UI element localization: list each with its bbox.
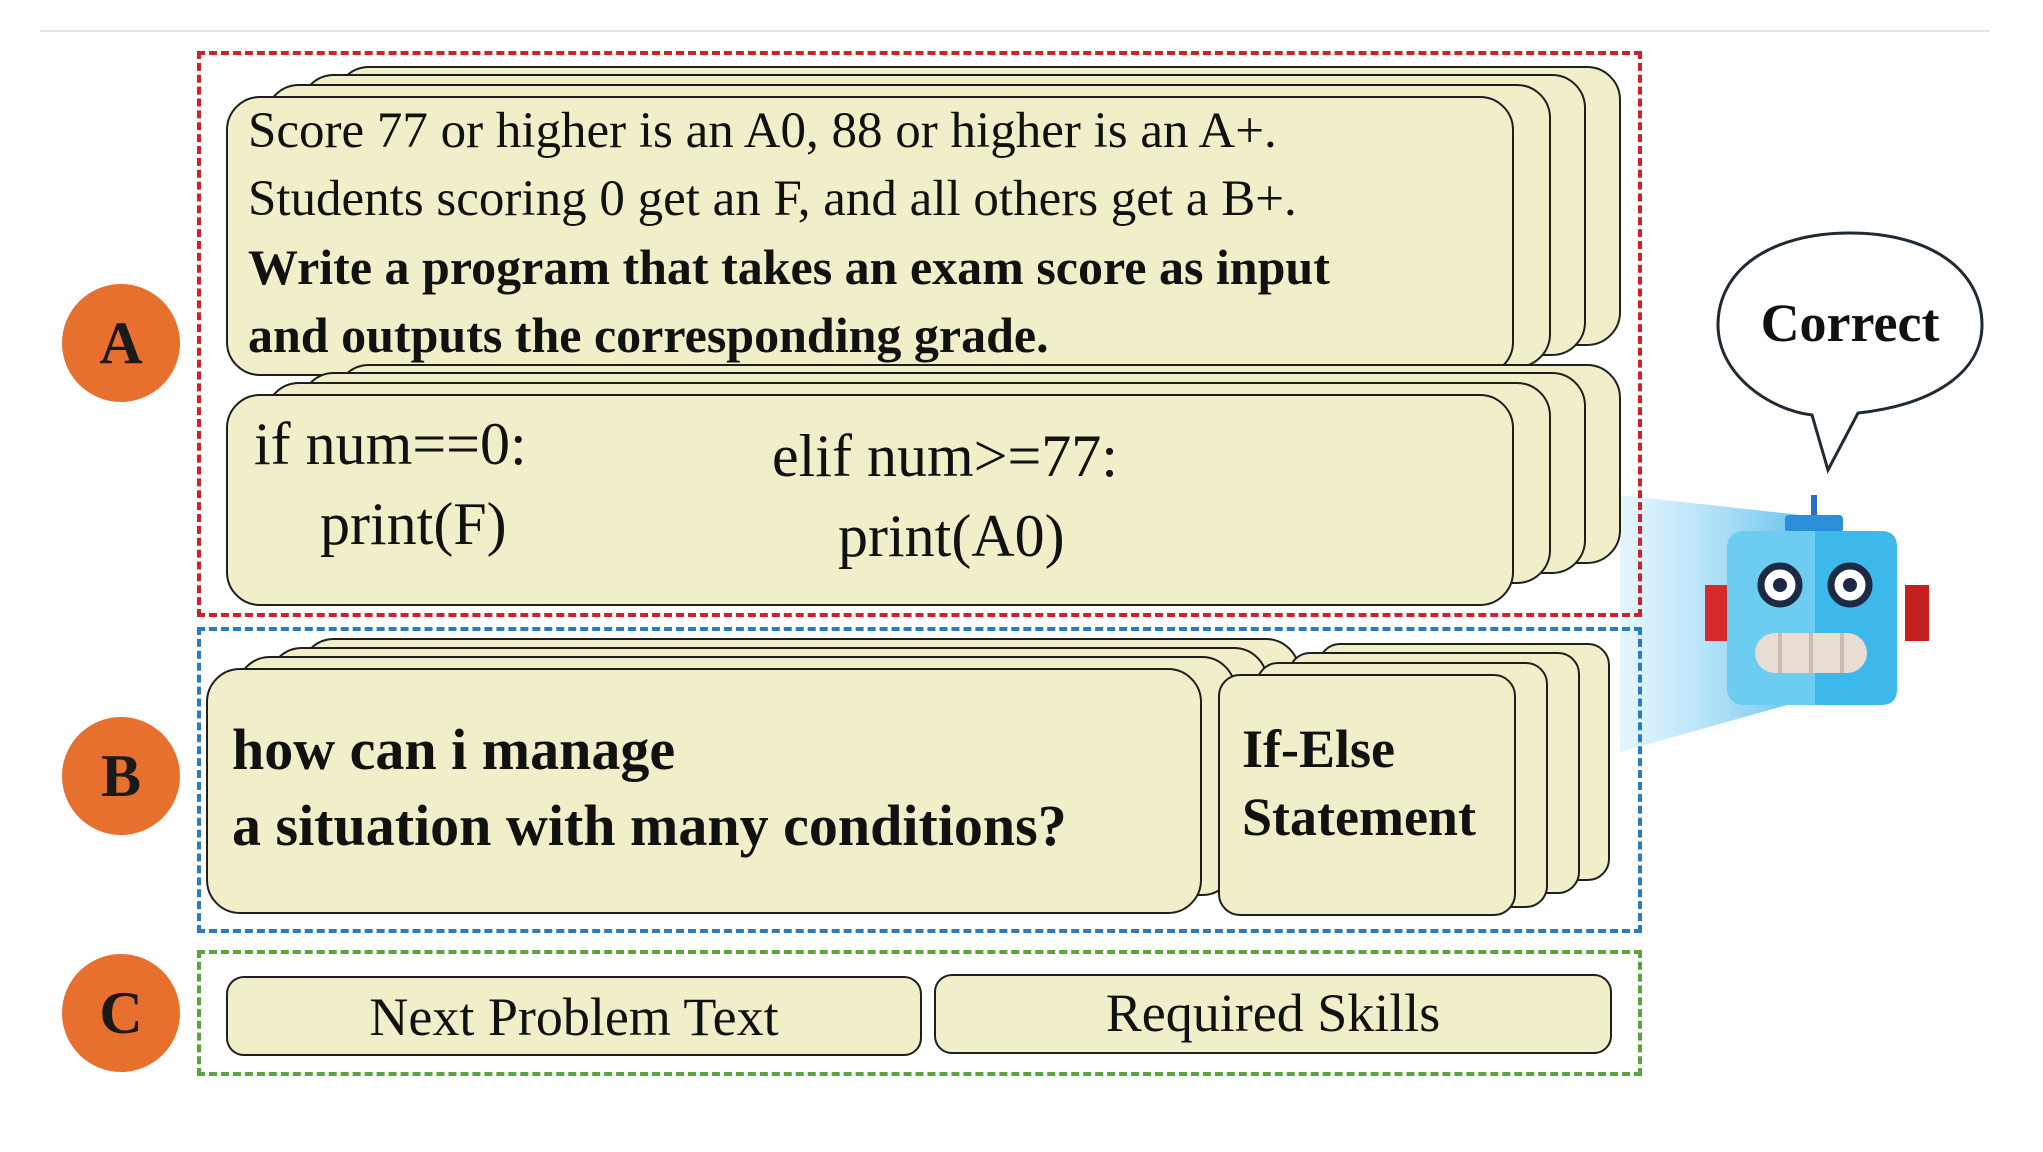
code-left-line-1: if num==0:: [254, 411, 527, 477]
code-card: [226, 394, 1514, 606]
section-b-marker: B: [62, 717, 180, 835]
section-c-frame: [197, 950, 1642, 1076]
instruction-line-1: Write a program that takes an exam score…: [248, 239, 1330, 295]
speech-bubble-text: Correct: [1760, 293, 1940, 353]
skill-line-1: If-Else: [1242, 719, 1395, 779]
next-problem-text-label: Next Problem Text: [369, 987, 779, 1047]
code-left-line-2: print(F): [320, 491, 507, 557]
code-right-line-1: elif num>=77:: [772, 423, 1118, 489]
robot-icon: [1705, 495, 1929, 705]
section-b-marker-label: B: [100, 742, 142, 809]
question-line-2: a situation with many conditions?: [232, 793, 1067, 858]
section-a-frame: [197, 51, 1642, 617]
question-card: [206, 668, 1202, 914]
instruction-line-2: and outputs the corresponding grade.: [248, 307, 1049, 363]
top-divider: [40, 30, 1990, 32]
problem-line-1: Score 77 or higher is an A0, 88 or highe…: [248, 103, 1277, 159]
section-b-frame: [197, 627, 1642, 933]
section-c-marker-label: C: [99, 979, 143, 1046]
section-a-marker: A: [62, 284, 180, 402]
speech-bubble: [1716, 231, 1984, 474]
required-skills-card: [934, 974, 1612, 1054]
section-a-marker-label: A: [99, 309, 143, 376]
skill-card: [1218, 674, 1516, 916]
skill-line-2: Statement: [1242, 787, 1476, 847]
question-line-1: how can i manage: [232, 717, 676, 782]
problem-line-2: Students scoring 0 get an F, and all oth…: [248, 171, 1297, 227]
section-c-marker: C: [62, 954, 180, 1072]
required-skills-label: Required Skills: [1105, 983, 1441, 1043]
next-problem-text-card: [226, 976, 922, 1056]
code-right-line-2: print(A0): [838, 503, 1065, 569]
